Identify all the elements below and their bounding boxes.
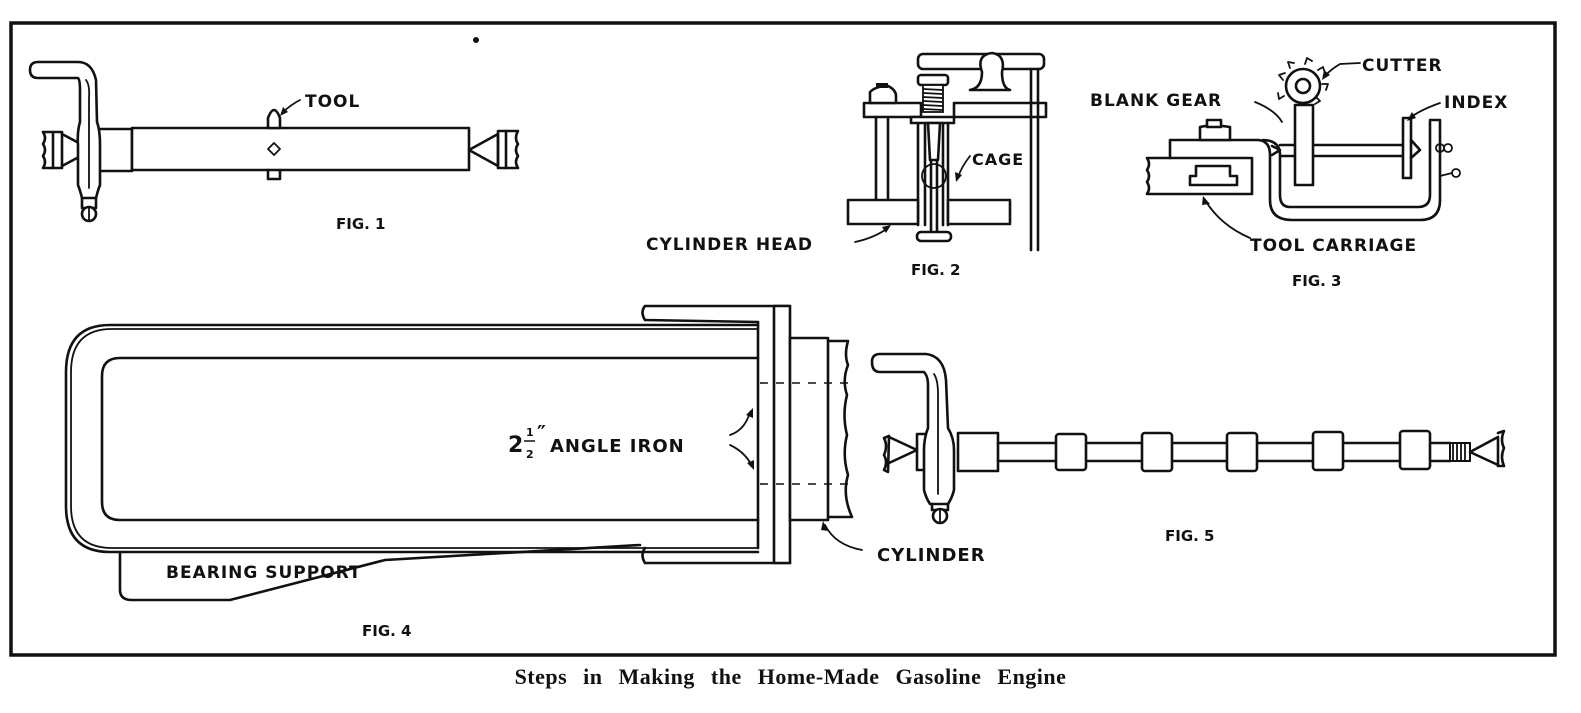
fig2-frame-leg: [1029, 67, 1040, 252]
fig4-angle-iron-bottom: [641, 546, 792, 565]
fig5-cam: [1140, 431, 1174, 473]
fig1-right-center: [467, 129, 520, 170]
fig3-tool-carriage: [1170, 118, 1442, 222]
fig4-bearing-support: 2 1 2 ″ ANGLE IRON BEARING SUPPORT CYLIN…: [64, 304, 986, 640]
fig2-middle-bar: [862, 101, 923, 119]
fig1-tool-bottom: [266, 168, 282, 181]
fig2-valve-head: [915, 230, 953, 243]
fig3-t-slot: [1188, 164, 1239, 187]
plate-border: [9, 21, 1557, 657]
fig4-cylinder-break: [826, 339, 854, 519]
fig2-spring: [922, 84, 944, 113]
fig3-blank-gear-leader: [1254, 101, 1283, 123]
fig3-blank-gear: [1293, 103, 1315, 187]
fig3-index-pin: [1439, 172, 1453, 177]
fig5-camshaft-turning: FIG. 5: [870, 352, 1506, 545]
fig3-cutter: [1277, 57, 1329, 105]
fig4-bearing-support-plate: [118, 543, 642, 602]
fig1-lathe-dog: [28, 60, 102, 200]
fig3-index-label: INDEX: [1444, 93, 1508, 113]
fig3-tool-carriage-label: TOOL CARRIAGE: [1250, 236, 1417, 256]
fig1-tool-label: TOOL: [305, 92, 360, 112]
fig2-cage-plunger: [926, 121, 942, 162]
fig2-cage-leader: [957, 155, 971, 178]
fig4-angle-iron-top: [641, 304, 792, 324]
fig2-cage: [916, 121, 950, 227]
fig5-cam: [1054, 432, 1088, 472]
fig4-angle-iron-label: ANGLE IRON: [550, 436, 685, 457]
fig3-blank-gear-label: BLANK GEAR: [1090, 91, 1222, 111]
fig4-bearing-support-label: BEARING SUPPORT: [166, 563, 362, 583]
fig3-caption: FIG. 3: [1292, 272, 1342, 290]
fig2-cylinder-head: [846, 198, 920, 226]
fig5-lathe-dog: [870, 352, 956, 506]
fig2-cage-label: CAGE: [972, 150, 1024, 169]
fig2-cylinder-head-label: CYLINDER HEAD: [646, 235, 813, 255]
fig2-spring-cap: [916, 73, 950, 87]
fig3-cutter-label: CUTTER: [1362, 56, 1443, 76]
fig5-left-center: [882, 434, 919, 474]
fig1-tool-key: [267, 142, 281, 156]
fig5-threaded-end: [1449, 442, 1471, 462]
fig4-caption: FIG. 4: [362, 622, 412, 640]
fig3-gear-cutting: CUTTER BLANK GEAR INDEX TOOL CARRIAGE FI…: [1090, 56, 1508, 290]
fig4-cylinder-label: CYLINDER: [877, 545, 986, 566]
fig4-u-frame-outer: [64, 323, 760, 554]
fig4-angle-num: 1: [526, 426, 535, 439]
fig2-caption: FIG. 2: [911, 261, 961, 279]
fig5-right-center: [1468, 429, 1506, 468]
fig2-cylinder-head-leader: [854, 227, 889, 243]
fig4-u-frame-inner: [100, 356, 760, 522]
fig4-angle-whole: 2: [508, 433, 524, 458]
fig1-caption: FIG. 1: [336, 215, 386, 233]
fig4-angle-den: 2: [526, 448, 535, 461]
fig4-angle-iron-leader: [729, 411, 753, 467]
fig4-cylinder: [788, 336, 830, 522]
fig2-bolt: [874, 115, 890, 203]
fig5-cam: [1398, 429, 1432, 471]
fig2-nut: [868, 84, 898, 105]
fig3-index: [1401, 116, 1413, 180]
fig1-boring-bar: TOOL FIG. 1: [28, 60, 520, 233]
fig3-tool-carriage-leader: [1204, 199, 1251, 239]
fig5-cam: [1225, 431, 1259, 473]
fig5-cam: [1311, 430, 1345, 472]
fig1-tool: [266, 108, 282, 130]
fig4-angle-iron-vertical: [772, 304, 792, 565]
fig4-angle-mark: ″: [537, 421, 547, 445]
fig1-bar: [130, 126, 471, 172]
fig3-cutter-leader: [1324, 62, 1361, 77]
fig4-cylinder-leader: [824, 524, 863, 551]
plate-caption: Steps in Making the Home-Made Gasoline E…: [514, 664, 1067, 689]
fig3-lathe-bed: [1145, 156, 1254, 196]
fig2-valve-tool: CAGE CYLINDER HEAD FIG. 2: [646, 51, 1048, 279]
fig5-caption: FIG. 5: [1165, 527, 1215, 545]
ink-speck: [473, 37, 479, 43]
fig2-clamp-knob: [968, 51, 1012, 92]
